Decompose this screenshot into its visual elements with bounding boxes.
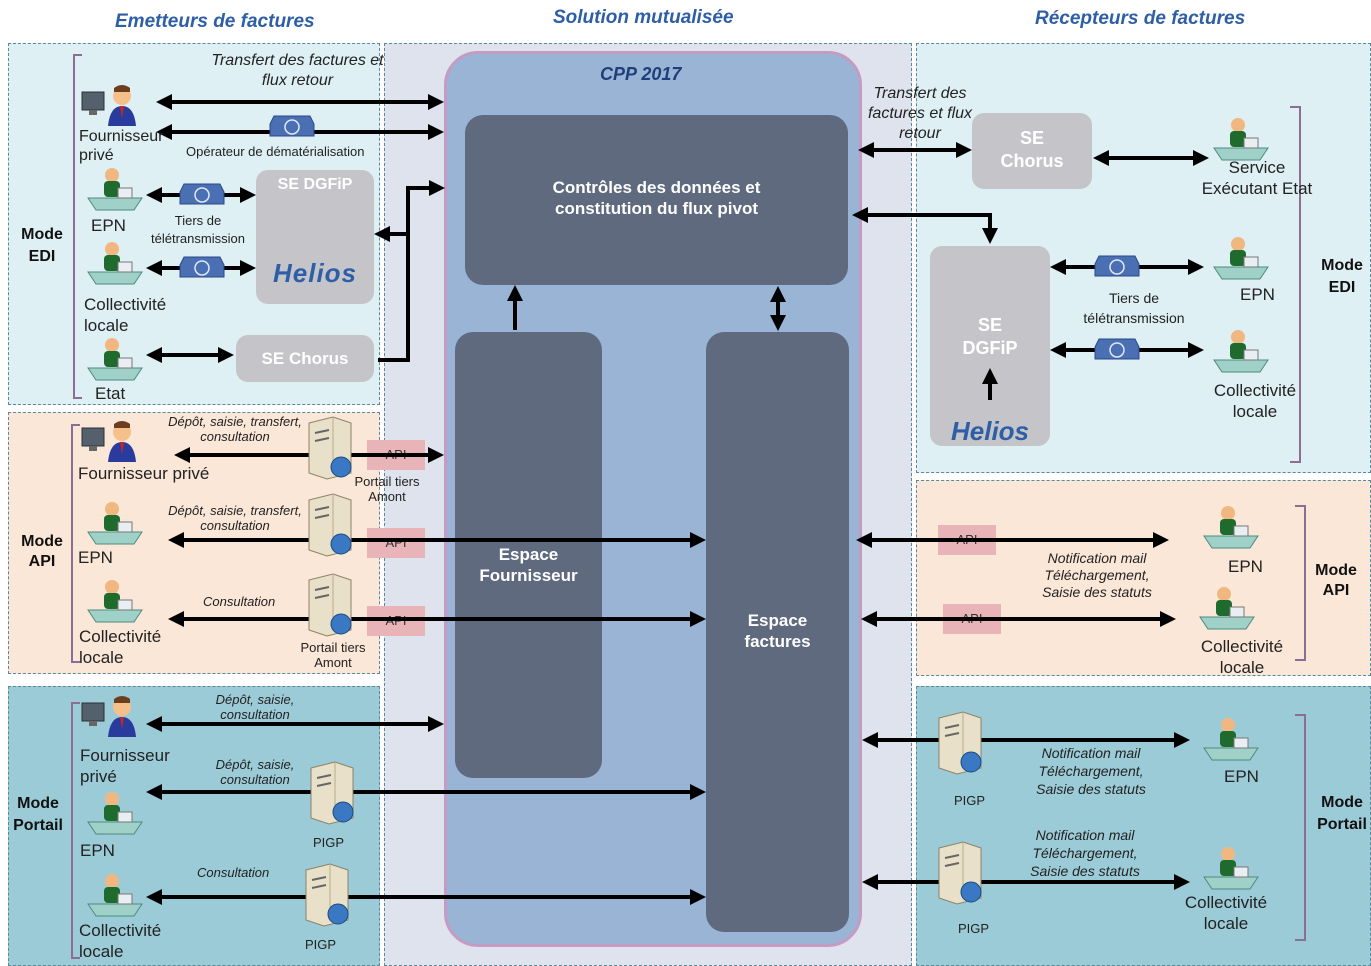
person-at-desk-icon <box>87 168 143 211</box>
person-at-desk-icon <box>1199 587 1255 630</box>
se-dgfip-right-box: SE DGFiP Helios <box>930 246 1050 446</box>
espace-fournisseur-box: Espace Fournisseur <box>455 332 602 778</box>
bracket-left-edi <box>73 54 82 399</box>
controls-label: Contrôles des données et constitution du… <box>552 178 761 218</box>
left-portail-fournisseur-label: Fournisseur privé <box>80 746 170 786</box>
left-edi-mode-label: Mode EDI <box>21 226 63 265</box>
se-chorus-right-label: SE Chorus <box>1000 128 1064 171</box>
bracket-right-api <box>1295 505 1306 661</box>
left-api-mode-label: Mode API <box>21 533 63 570</box>
left-edi-transfer-label: Transfert des factures et flux retour <box>211 52 384 89</box>
left-portail-pigp2-label: PIGP <box>305 937 337 952</box>
left-api-portail1-label: Portail tiers Amont <box>354 474 420 504</box>
right-portail-epn-label: EPN <box>1224 767 1259 786</box>
server-icon <box>938 841 982 905</box>
right-edi-epn-label: EPN <box>1240 285 1275 304</box>
router-icon <box>179 256 225 278</box>
left-edi-collectivite-label: Collectivité locale <box>84 295 167 335</box>
right-api-notif-label: Notification mail Téléchargement, Saisie… <box>1042 550 1152 600</box>
right-edi-mode-label: Mode EDI <box>1321 257 1363 296</box>
controls-box: Contrôles des données et constitution du… <box>465 115 848 285</box>
left-edi-tiers-label: Tiers de télétransmission <box>151 213 245 246</box>
helios-right-logo: Helios <box>950 416 1030 446</box>
right-edi-service-label: Service Exécutant Etat <box>1201 158 1313 198</box>
router-icon <box>179 183 225 205</box>
person-at-desk-icon <box>87 580 143 623</box>
se-chorus-right-box: SE Chorus <box>972 113 1092 189</box>
left-portail-mode-label: Mode Portail <box>13 795 63 834</box>
left-api-epn-label: EPN <box>78 548 113 567</box>
left-edi-epn-label: EPN <box>91 216 126 235</box>
left-portail-consultation-label: Consultation <box>197 865 270 880</box>
bracket-left-api <box>71 424 80 663</box>
bracket-left-portail <box>71 702 80 959</box>
se-dgfip-left-label: SE DGFiP <box>277 176 353 193</box>
left-api-depot2-label: Dépôt, saisie, transfert, consultation <box>168 503 302 533</box>
se-dgfip-right-label: SE DGFiP <box>962 315 1018 358</box>
se-chorus-left-label: SE Chorus <box>261 349 349 368</box>
espace-factures-label: Espace factures <box>744 611 811 651</box>
right-portail-pigp2-label: PIGP <box>958 921 990 936</box>
person-at-desk-icon <box>1203 506 1259 549</box>
router-icon <box>1094 255 1140 277</box>
server-icon <box>310 761 354 825</box>
person-at-desk-icon <box>87 502 143 545</box>
espace-factures-box: Espace factures <box>706 332 849 932</box>
right-api-mode-label: Mode API <box>1315 562 1357 599</box>
person-at-desk-icon <box>1213 330 1269 373</box>
se-chorus-left-box: SE Chorus <box>236 335 374 382</box>
left-api-consultation-label: Consultation <box>203 594 276 609</box>
left-api-depot1-label: Dépôt, saisie, transfert, consultation <box>168 414 302 444</box>
person-at-desk-icon <box>1203 718 1259 761</box>
header-recepteurs: Récepteurs de factures <box>1035 8 1246 29</box>
person-at-desk-icon <box>87 792 143 835</box>
header-solution: Solution mutualisée <box>553 7 734 28</box>
person-at-desk-icon <box>87 242 143 285</box>
person-at-desk-icon <box>1203 847 1259 890</box>
left-portail-depot2-label: Dépôt, saisie, consultation <box>215 757 295 787</box>
left-api-portail2-label: Portail tiers Amont <box>300 640 366 670</box>
right-api-epn-label: EPN <box>1228 557 1263 576</box>
right-edi-transfer-label: Transfert des factures et flux retour <box>867 85 973 142</box>
right-portail-notif1-label: Notification mail Téléchargement, Saisie… <box>1036 745 1146 797</box>
router-icon <box>269 115 315 137</box>
router-icon <box>1094 338 1140 360</box>
left-edi-fournisseur-label: Fournisseur privé <box>79 128 164 164</box>
server-icon <box>305 863 349 927</box>
zone-right-api <box>916 480 1371 676</box>
left-edi-etat-label: Etat <box>95 384 126 403</box>
person-at-desk-icon <box>1213 237 1269 280</box>
left-portail-collectivite-label: Collectivité locale <box>79 921 162 961</box>
right-api-collectivite-label: Collectivité locale <box>1200 637 1284 677</box>
computer-user-icon <box>81 696 136 737</box>
right-portail-notif2-label: Notification mail Téléchargement, Saisie… <box>1030 827 1140 879</box>
left-edi-operator-label: Opérateur de dématérialisation <box>186 144 365 159</box>
espace-fournisseur-label: Espace Fournisseur <box>479 545 578 585</box>
bracket-right-edi <box>1290 106 1301 463</box>
computer-user-icon <box>81 421 136 462</box>
right-portail-pigp1-label: PIGP <box>954 793 986 808</box>
header-emetteurs: Emetteurs de factures <box>115 11 315 32</box>
right-portail-collectivite-label: Collectivité locale <box>1184 893 1268 933</box>
person-at-desk-icon <box>87 338 143 381</box>
server-icon <box>308 493 352 557</box>
computer-user-icon <box>81 85 136 126</box>
left-api-collectivite-label: Collectivité locale <box>79 627 162 667</box>
server-icon <box>938 711 982 775</box>
bracket-right-portail <box>1295 714 1306 941</box>
left-api-fournisseur-label: Fournisseur privé <box>78 464 210 483</box>
server-icon <box>308 416 352 480</box>
right-edi-collectivite-label: Collectivité locale <box>1213 381 1297 421</box>
left-portail-pigp1-label: PIGP <box>313 835 345 850</box>
right-edi-tiers-label: Tiers de télétransmission <box>1083 290 1185 326</box>
left-portail-depot1-label: Dépôt, saisie, consultation <box>215 692 295 722</box>
person-at-desk-icon <box>1213 118 1269 161</box>
person-at-desk-icon <box>87 874 143 917</box>
left-portail-epn-label: EPN <box>80 841 115 860</box>
right-portail-mode-label: Mode Portail <box>1317 794 1367 833</box>
se-dgfip-left-box: SE DGFiP Helios <box>256 170 374 304</box>
helios-left-logo: Helios <box>272 258 358 288</box>
server-icon <box>308 573 352 637</box>
cpp-title: CPP 2017 <box>600 64 682 84</box>
